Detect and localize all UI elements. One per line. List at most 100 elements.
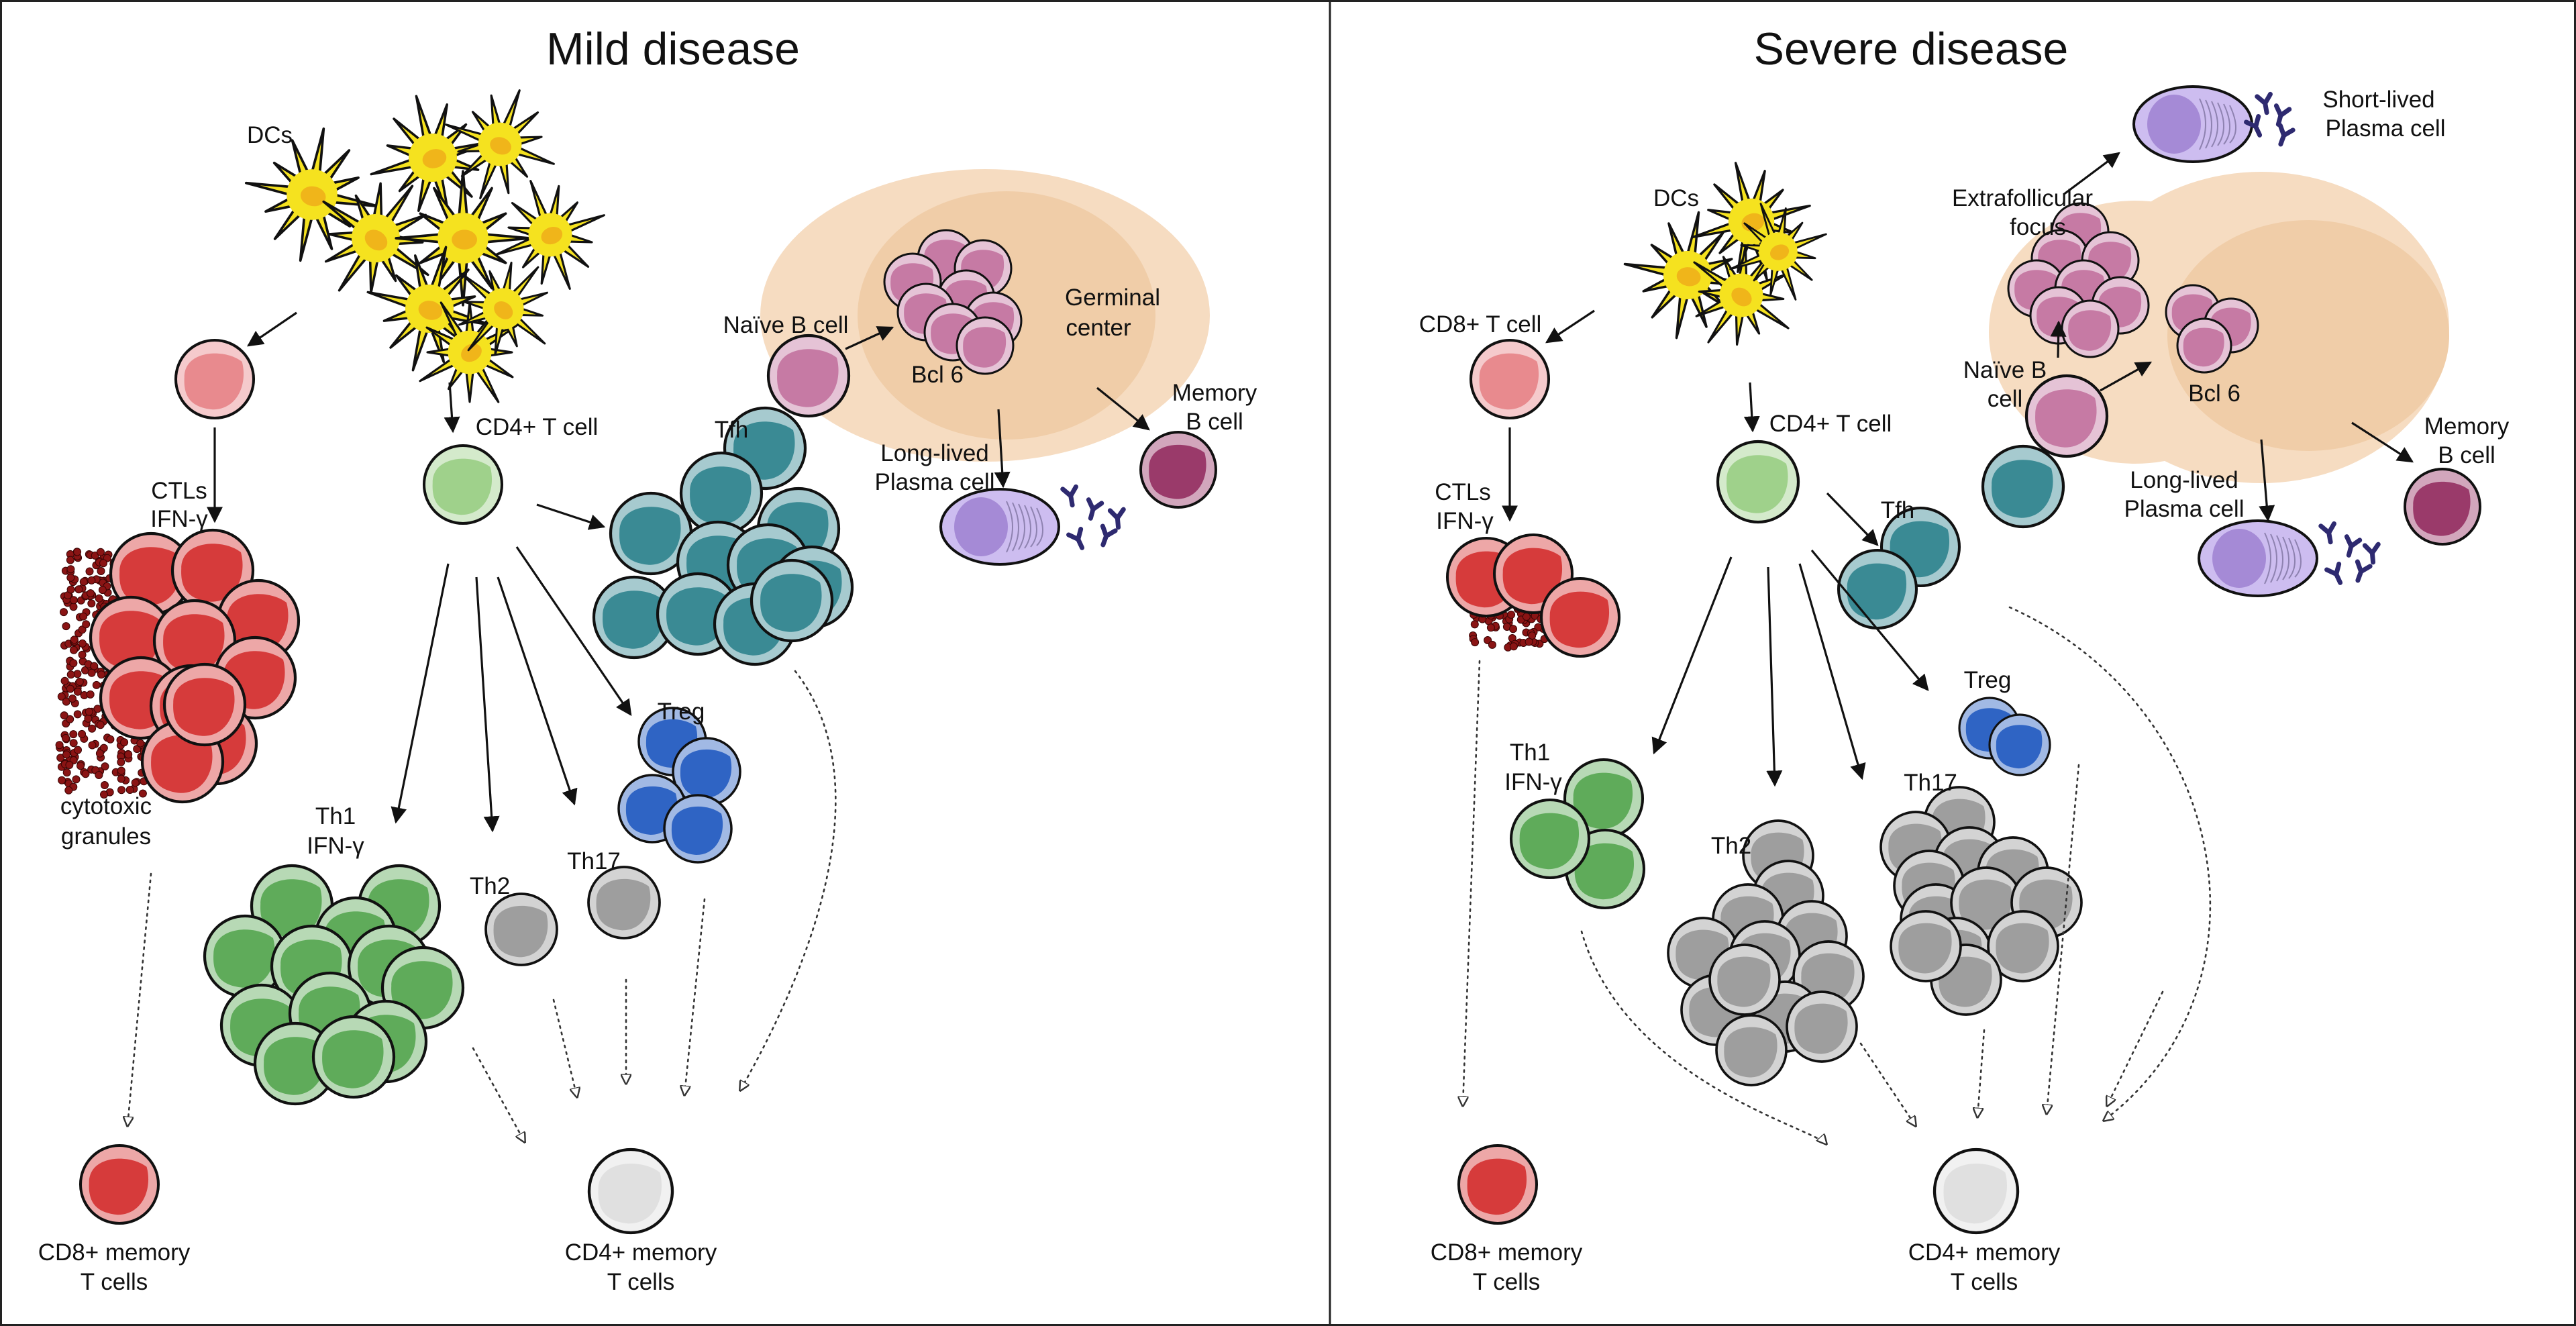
- treg-cluster: [617, 707, 741, 864]
- th1-cluster: [203, 864, 465, 1106]
- ctl-cluster: [1445, 533, 1621, 658]
- antibodies: [1060, 484, 1126, 550]
- label-naive-cell: cell: [1988, 386, 2023, 412]
- antibody-icon: [2362, 542, 2381, 565]
- label-treg: Treg: [1964, 667, 2012, 693]
- th1-cell: [203, 914, 287, 999]
- dendritic-cell: [445, 89, 555, 199]
- label-ctl-ifn: IFN-γ: [1436, 508, 1494, 534]
- label-b-cell: B cell: [1186, 409, 1243, 435]
- label-cd8-t-cells: T cells: [81, 1269, 148, 1295]
- antibody-icon: [2255, 91, 2273, 115]
- cell-clusters: [1445, 85, 2481, 1235]
- panel-title: Severe disease: [1754, 23, 2069, 74]
- label-ctls: CTLs: [151, 478, 207, 504]
- tfh-cell: [679, 451, 764, 536]
- gc-b-cell-cell: [2176, 317, 2232, 374]
- gc-b-cell-cluster: [2165, 284, 2259, 374]
- label-cytotoxic: cytotoxic: [60, 793, 152, 819]
- th2-cell: [1708, 944, 1781, 1016]
- treg-cluster: [1958, 697, 2051, 776]
- label-bcl6: Bcl 6: [2188, 380, 2240, 407]
- label-th1: Th1: [1510, 740, 1550, 766]
- cd4-memory-t-cell: [587, 1148, 674, 1235]
- label-cd4-t-cell: CD4+ T cell: [1769, 411, 1892, 437]
- label-th1-ifn: IFN-γ: [1504, 769, 1562, 795]
- th2-cell: [484, 892, 558, 966]
- antibodies: [2244, 91, 2296, 147]
- label-plasma-cell-short: Plasma cell: [2326, 115, 2446, 142]
- label-tfh: Tfh: [1881, 497, 1915, 523]
- panel-severe: Severe disease: [1419, 23, 2510, 1295]
- dendritic-cell: [495, 180, 605, 290]
- antibody-icon: [1060, 484, 1078, 508]
- treg-cell: [663, 794, 733, 864]
- long-lived-plasma-cell: [2198, 519, 2318, 597]
- cd8-t-cell: [1469, 338, 1551, 420]
- label-extrafollicular: Extrafollicular: [1952, 185, 2093, 211]
- memory-b-cell: [2404, 468, 2481, 546]
- dendritic-cell: [395, 170, 531, 307]
- label-cd4-t-cells: T cells: [607, 1269, 675, 1295]
- label-cd8-t-cells: T cells: [1473, 1269, 1541, 1295]
- antibody-icon: [2277, 123, 2296, 147]
- antibody-icon: [2318, 521, 2336, 545]
- cd8-memory-t-cell: [1457, 1143, 1539, 1225]
- label-plasma-cell: Plasma cell: [875, 469, 995, 495]
- label-cd4-t-cell: CD4+ T cell: [476, 414, 599, 440]
- dendritic-cells: [1623, 162, 1827, 346]
- dendritic-cells: [244, 89, 605, 403]
- extrafollicular-b-cell-cell: [2061, 299, 2120, 358]
- th1-cell: [311, 1015, 396, 1099]
- th2-cell: [1786, 990, 1858, 1063]
- ctl-cell: [162, 662, 247, 747]
- dendritic-cell: [1693, 244, 1790, 346]
- tfh-cell: [592, 575, 676, 660]
- cd4-memory-t-cell: [1933, 1148, 2020, 1235]
- label-cd8-memory: CD8+ memory: [38, 1239, 191, 1266]
- dendritic-cell: [1623, 211, 1752, 340]
- dendritic-cell: [322, 182, 429, 295]
- panel-mild: Mild disease: [38, 23, 1257, 1295]
- label-long-lived: Long-lived: [2130, 467, 2238, 493]
- label-ctl-ifn: IFN-γ: [150, 506, 208, 532]
- antibody-icon: [2273, 103, 2292, 127]
- gc-b-cell-cluster: [883, 229, 1023, 375]
- ctl-cell: [152, 599, 237, 683]
- label-granules: granules: [61, 823, 151, 850]
- th17-cell: [1890, 910, 1962, 982]
- label-treg: Treg: [658, 699, 705, 725]
- germinal-center: [2167, 220, 2449, 451]
- antibody-icon: [1066, 527, 1085, 550]
- label-focus: focus: [2010, 214, 2066, 240]
- cd8-t-cell: [174, 338, 256, 420]
- dendritic-cell: [419, 301, 521, 403]
- label-tfh: Tfh: [715, 417, 749, 443]
- treg-cell: [1988, 713, 2051, 776]
- cd4-t-cell: [422, 444, 504, 525]
- arrows: [207, 311, 1150, 833]
- antibody-icon: [1100, 523, 1118, 548]
- dendritic-cell: [244, 127, 380, 262]
- ctl-cluster: [89, 528, 301, 804]
- tfh-cell: [1981, 444, 2065, 529]
- antibody-icon: [2355, 559, 2373, 583]
- label-dcs: DCs: [1653, 185, 1699, 211]
- antibody-icon: [2344, 534, 2363, 558]
- label-short-lived: Short-lived: [2322, 87, 2434, 113]
- label-th2: Th2: [1711, 833, 1751, 859]
- memory-b-cell: [1139, 431, 1217, 509]
- label-b-cell: B cell: [2438, 442, 2495, 468]
- short-lived-plasma-cell: [2132, 85, 2253, 163]
- arrows: [1502, 152, 2414, 787]
- naive-b-cell: [2024, 374, 2109, 458]
- ctl-cell: [109, 531, 193, 616]
- dotted-memory-arrows: [127, 670, 837, 1142]
- long-lived-plasma-cell: [939, 488, 1060, 566]
- treg-cell: [672, 737, 741, 807]
- panel-title: Mild disease: [546, 23, 800, 74]
- dendritic-cell: [1729, 203, 1827, 301]
- label-long-lived: Long-lived: [880, 440, 989, 466]
- antibody-icon: [1107, 507, 1126, 530]
